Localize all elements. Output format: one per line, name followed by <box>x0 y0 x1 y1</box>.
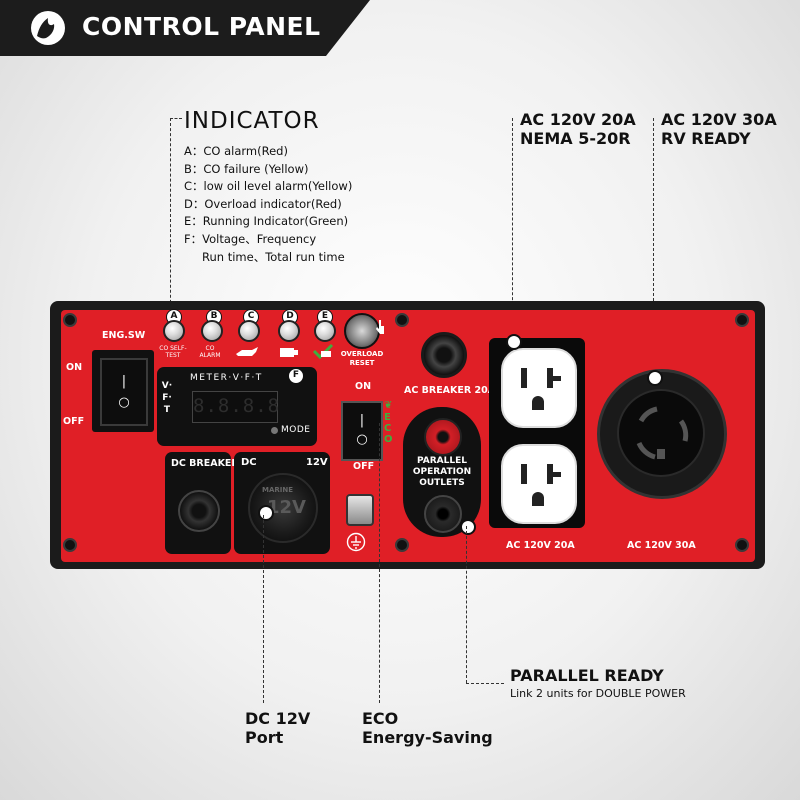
eco-switch-on-label: ON <box>355 381 372 392</box>
indicator-leader-h <box>170 118 182 119</box>
eco-vertical-label: ECO <box>384 412 393 445</box>
eco-callout-line2: Energy-Saving <box>362 728 493 747</box>
indicator-item-b: B：CO failure (Yellow) <box>184 161 309 176</box>
ac-120v-30a-label: AC 120V 30A <box>627 540 696 551</box>
overload-led <box>278 320 300 342</box>
parallel-label-line1: PARALLEL <box>417 456 467 466</box>
ac20-indicator-dot <box>506 334 522 350</box>
overload-icon <box>276 344 300 363</box>
co-alarm-led <box>163 320 185 342</box>
ac30-callout-line2: RV READY <box>661 129 751 148</box>
indicator-list: A：CO alarm(Red) B：CO failure (Yellow) C：… <box>184 143 352 266</box>
parallel-leader-h <box>466 683 504 684</box>
meter-side-label: V·F·T <box>161 381 173 415</box>
hand-press-icon <box>374 318 386 340</box>
ac30-leader <box>653 118 654 376</box>
eco-callout-line1: ECO <box>362 709 399 728</box>
meter-badge-f: F <box>288 368 304 384</box>
screw-icon <box>63 538 77 552</box>
parallel-callout-title: PARALLEL READY <box>510 666 664 685</box>
ac-breaker-label: AC BREAKER 20A <box>404 385 496 396</box>
parallel-callout-note: Link 2 units for DOUBLE POWER <box>510 687 686 700</box>
eco-leaf-icon: ❦ <box>384 400 393 411</box>
ground-icon <box>346 532 366 556</box>
ac-120v-20a-label: AC 120V 20A <box>506 540 575 551</box>
co-self-test-label: CO SELF-TEST <box>159 345 187 359</box>
parallel-label-line2: OPERATION <box>412 467 472 477</box>
indicator-item-d: D：Overload indicator(Red) <box>184 196 342 211</box>
dc-port-cap-text-small: MARINE <box>262 486 294 494</box>
ac-breaker-button[interactable] <box>421 332 467 378</box>
indicator-item-c: C：low oil level alarm(Yellow) <box>184 179 353 194</box>
low-oil-led <box>238 320 260 342</box>
dc12v-leader <box>263 515 264 703</box>
ac20-outlet-bottom[interactable] <box>501 444 577 524</box>
dc-port-indicator-dot <box>258 505 274 521</box>
eng-sw-off-label: OFF <box>63 416 85 427</box>
engine-switch[interactable]: | ○ <box>100 358 148 426</box>
indicator-leader-v <box>170 118 171 318</box>
eco-callout: ECO Energy-Saving <box>362 709 493 747</box>
ac20-leader <box>512 118 513 340</box>
screw-icon <box>63 313 77 327</box>
dc12v-callout-line1: DC 12V <box>245 709 311 728</box>
co-alarm-label: CO ALARM <box>199 345 221 359</box>
dc-label: DC <box>241 457 257 468</box>
indicator-title: INDICATOR <box>184 108 320 134</box>
eng-sw-on-label: ON <box>66 362 83 373</box>
ac20-callout-line2: NEMA 5-20R <box>520 129 631 148</box>
screw-icon <box>735 538 749 552</box>
parallel-red-terminal[interactable] <box>424 418 462 456</box>
parallel-leader-v <box>466 526 467 683</box>
indicator-item-a: A：CO alarm(Red) <box>184 144 288 158</box>
dc-12v-label: 12V <box>306 457 328 468</box>
ac30-twist-lock-outlet[interactable] <box>617 389 705 477</box>
co-failure-led <box>201 320 223 342</box>
eco-switch[interactable]: | ○ <box>341 401 383 461</box>
running-led <box>314 320 336 342</box>
indicator-item-f-cont: Run time、Total run time <box>202 249 345 264</box>
overload-reset-label: OVERLOAD RESET <box>340 350 384 367</box>
overload-reset-button[interactable] <box>344 313 380 349</box>
ac30-callout-line1: AC 120V 30A <box>661 110 777 129</box>
running-check-icon <box>311 343 335 363</box>
brand-logo-icon <box>30 10 66 46</box>
ac30-callout: AC 120V 30A RV READY <box>661 110 777 148</box>
ground-terminal[interactable] <box>346 494 374 526</box>
meter-lcd: 8.8.8.8 <box>192 391 279 423</box>
screw-icon <box>395 538 409 552</box>
dc12v-callout-line2: Port <box>245 728 284 747</box>
power-on-icon: | <box>121 374 127 389</box>
page-title: CONTROL PANEL <box>82 12 321 41</box>
eco-switch-off-label: OFF <box>353 461 375 472</box>
screw-icon <box>395 313 409 327</box>
eco-on-icon: | <box>359 413 365 428</box>
eco-leader <box>379 423 380 703</box>
mode-label: MODE <box>281 425 311 435</box>
ac30-indicator-dot <box>647 370 663 386</box>
ac20-outlet-top[interactable] <box>501 348 577 428</box>
mode-button[interactable] <box>271 427 278 434</box>
parallel-label: PARALLEL OPERATION OUTLETS <box>408 456 476 489</box>
power-off-icon: ○ <box>118 395 130 410</box>
ac20-callout: AC 120V 20A NEMA 5-20R <box>520 110 636 148</box>
header-banner <box>0 0 370 56</box>
dc-port-cap-text: 12V <box>267 497 306 518</box>
indicator-item-e: E：Running Indicator(Green) <box>184 214 349 229</box>
dc-breaker-label: DC BREAKER <box>171 458 239 469</box>
parallel-indicator-dot <box>460 519 476 535</box>
eco-off-icon: ○ <box>356 432 368 447</box>
screw-icon <box>735 313 749 327</box>
dc12v-callout: DC 12V Port <box>245 709 310 747</box>
eng-sw-label: ENG.SW <box>102 330 146 341</box>
meter-label: METER·V·F·T <box>190 373 263 383</box>
oil-can-icon <box>234 344 260 363</box>
ac20-callout-line1: AC 120V 20A <box>520 110 636 129</box>
parallel-label-line3: OUTLETS <box>419 478 465 488</box>
dc-breaker-button[interactable] <box>178 490 220 532</box>
parallel-black-terminal[interactable] <box>424 495 462 533</box>
indicator-item-f: F：Voltage、Frequency <box>184 231 317 246</box>
